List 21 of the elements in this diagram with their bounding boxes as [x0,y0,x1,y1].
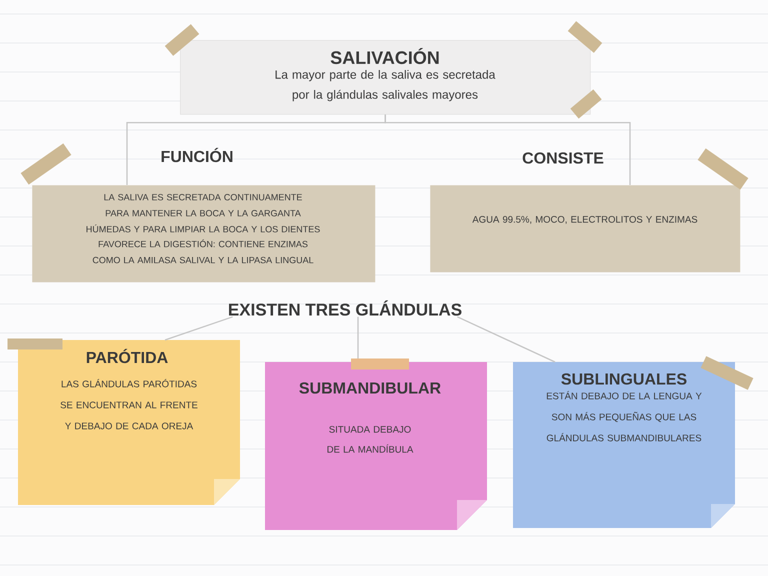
note-heading: SUBMANDIBULAR [299,382,441,394]
body-text: SITUADA DEBAJO DE LA MANDÍBULA [328,426,414,453]
body-text: FAVORECE LA DIGESTIÓN: CONTIENE ENZIMAS COMO LA AMILASA SALIVAL Y LA LIPASA LINGUAL [92,239,314,264]
title-text: SALIVACIÓN [330,48,439,64]
section-heading: CONSISTE [522,152,604,164]
body-text: AGUA 99.5%, MOCO, ELECTROLITOS Y ENZIMAS [472,216,698,224]
body-text: LAS GLÁNDULAS PARÓTIDAS SE ENCUENTRAN AL FRENTE Y DEBAJO DE CADA OREJA [60,379,198,430]
sticky-note [265,362,487,530]
connector-line [457,316,556,363]
body-text: LA SALIVA ES SECRETADA CONTINUAMENTE PARA MANTENER LA BOCA Y LA GARGANTA HÚMEDAS Y PARA LIMPIAR LA BOCA Y LOS DIENTES [86,194,320,232]
sticky-note [513,362,735,528]
connector-line [164,316,233,341]
body-text: La mayor parte de la saliva es secretada por la glándulas salivales mayores [276,70,496,102]
sticky-note [18,340,240,505]
heading-text: EXISTEN TRES GLÁNDULAS [229,300,462,316]
note-heading: PARÓTIDA [86,348,168,364]
body-text: ESTÁN DEBAJO DE LA LENGUA Y SON MÁS PEQUEÑAS QUE LAS GLÁNDULAS SUBMANDIBULARES [546,391,702,442]
title-banner [180,40,591,115]
connector-line [384,114,631,185]
section-heading: FUNCIÓN [162,148,232,162]
note-heading: SUBLINGUALES [561,373,686,385]
